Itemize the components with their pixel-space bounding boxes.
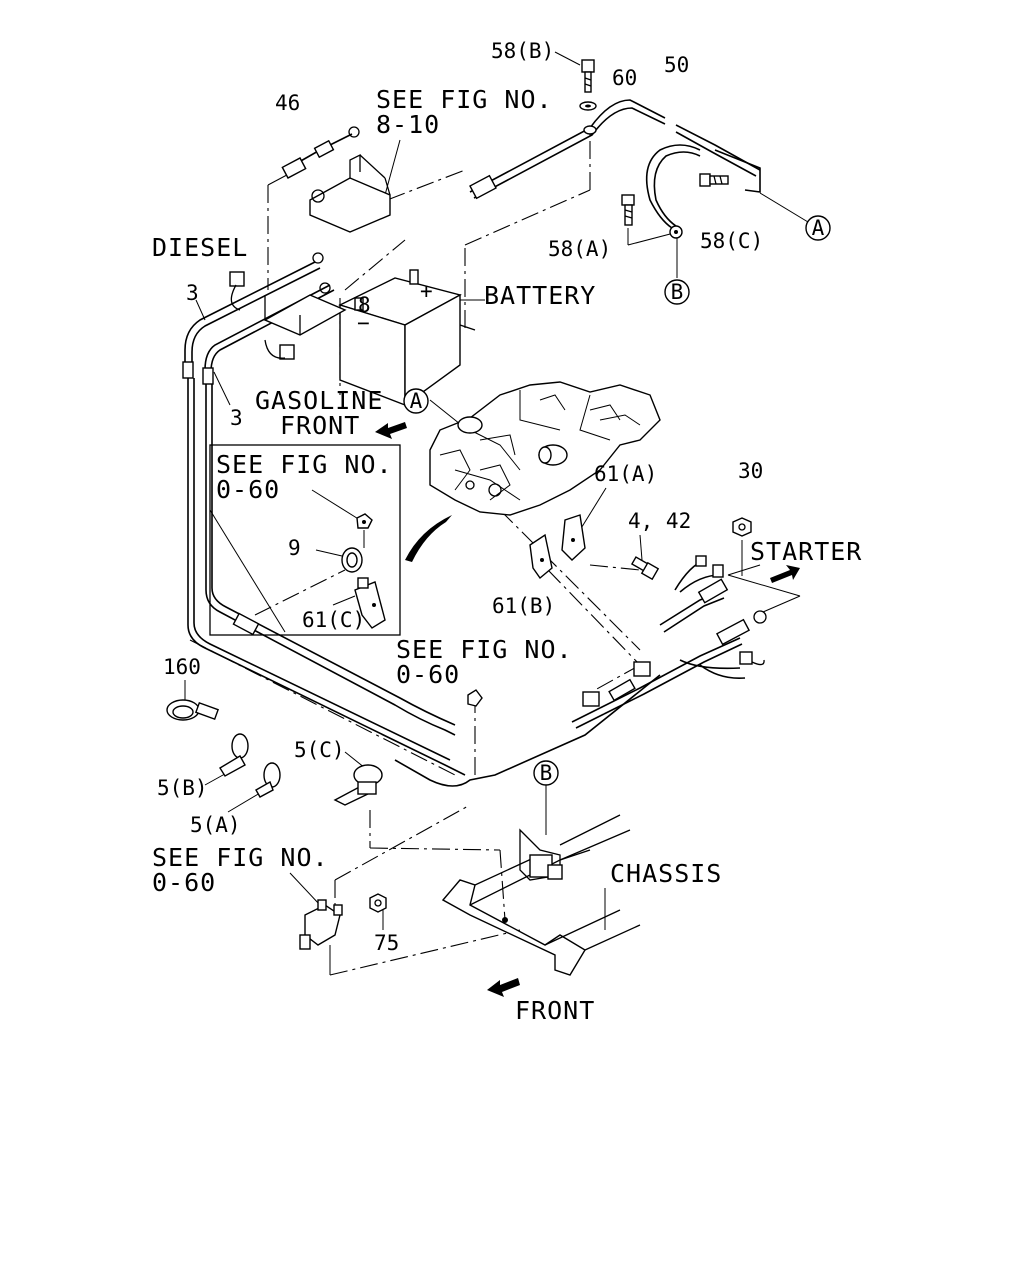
callout-5a: 5(A) (190, 813, 241, 837)
callout-58b: 58(B) (491, 39, 554, 63)
callout-58a: 58(A) (548, 237, 611, 261)
bolt-4-42 (630, 556, 660, 581)
callout-60: 60 (612, 66, 637, 90)
bolt-58a (621, 194, 635, 226)
battery: − + 8 (338, 269, 476, 407)
chassis-frame (441, 814, 641, 976)
gasoline-label: GASOLINE (255, 386, 383, 415)
starter-label: STARTER (750, 537, 862, 566)
bolt-58b (554, 51, 595, 93)
clamp-160 (166, 699, 220, 721)
arrow-right-up-icon (770, 565, 800, 583)
svg-text:A: A (410, 389, 423, 413)
see-fig-0-60-box-line2: 0-60 (216, 475, 280, 504)
see-fig-8-10-line1: SEE FIG NO. (376, 85, 553, 114)
callout-75: 75 (374, 931, 399, 955)
battery-cable-diesel (182, 261, 466, 776)
ref-b-right: B (664, 279, 690, 305)
see-fig-0-60-mid-line1: SEE FIG NO. (396, 635, 573, 664)
clip-5b (219, 733, 249, 777)
see-fig-8-10-line2: 8-10 (376, 110, 440, 139)
bracket-61a (561, 514, 586, 561)
see-fig-0-60-low-line1: SEE FIG NO. (152, 843, 329, 872)
clip-0-60-mid (467, 689, 483, 707)
callout-5c: 5(C) (294, 738, 345, 762)
ref-b-chassis: B (533, 760, 559, 786)
callout-50: 50 (664, 53, 689, 77)
cable-46 (281, 126, 360, 179)
ref-a-right: A (805, 215, 831, 241)
callout-61c: 61(C) (302, 608, 365, 632)
diesel-label: DIESEL (152, 233, 248, 262)
callout-5b: 5(B) (157, 776, 208, 800)
battery-cable-gasoline (202, 284, 661, 787)
svg-text:B: B (671, 280, 684, 304)
callout-9: 9 (288, 536, 301, 560)
front-label-top: FRONT (280, 411, 360, 440)
callout-3-upper: 3 (186, 281, 199, 305)
ref-a-engine: A (403, 388, 429, 414)
chassis-label: CHASSIS (610, 859, 722, 888)
positive-cable-50 (469, 99, 761, 200)
arrow-left-down-icon (487, 978, 520, 997)
svg-text:A: A (812, 216, 825, 240)
arrow-left-down-icon (375, 422, 407, 439)
battery-terminal-mark: 8 (358, 293, 371, 317)
battery-label: BATTERY (484, 281, 596, 310)
clip-5a (255, 762, 281, 798)
hold-down (229, 252, 347, 360)
detail-box (209, 444, 401, 636)
front-label-bottom: FRONT (515, 996, 595, 1025)
see-fig-0-60-low-line2: 0-60 (152, 868, 216, 897)
starter-harness (571, 517, 767, 729)
callout-30: 30 (738, 459, 763, 483)
detail-pointer-arrow (405, 515, 452, 562)
terminal-b (669, 225, 683, 239)
nut-75 (369, 893, 387, 913)
callout-61a: 61(A) (594, 462, 657, 486)
svg-text:B: B (540, 761, 553, 785)
bracket-61b (529, 533, 553, 580)
callout-160: 160 (163, 655, 201, 679)
callout-61b: 61(B) (492, 594, 555, 618)
callout-3-lower: 3 (230, 406, 243, 430)
callout-58c: 58(C) (700, 229, 763, 253)
callout-46: 46 (275, 91, 300, 115)
battery-minus-sign: − (357, 311, 370, 335)
see-fig-0-60-box-line1: SEE FIG NO. (216, 450, 393, 479)
ground-cable (645, 144, 701, 229)
bracket-chassis-0-60 (299, 899, 343, 950)
washer-60 (579, 101, 597, 135)
engine (429, 381, 661, 516)
see-fig-0-60-mid-line2: 0-60 (396, 660, 460, 689)
bolt-58c (699, 173, 729, 187)
clip-5c (333, 764, 383, 806)
battery-plus-sign: + (420, 279, 433, 303)
callout-4-42: 4, 42 (628, 509, 691, 533)
battery-bracket (309, 153, 391, 233)
